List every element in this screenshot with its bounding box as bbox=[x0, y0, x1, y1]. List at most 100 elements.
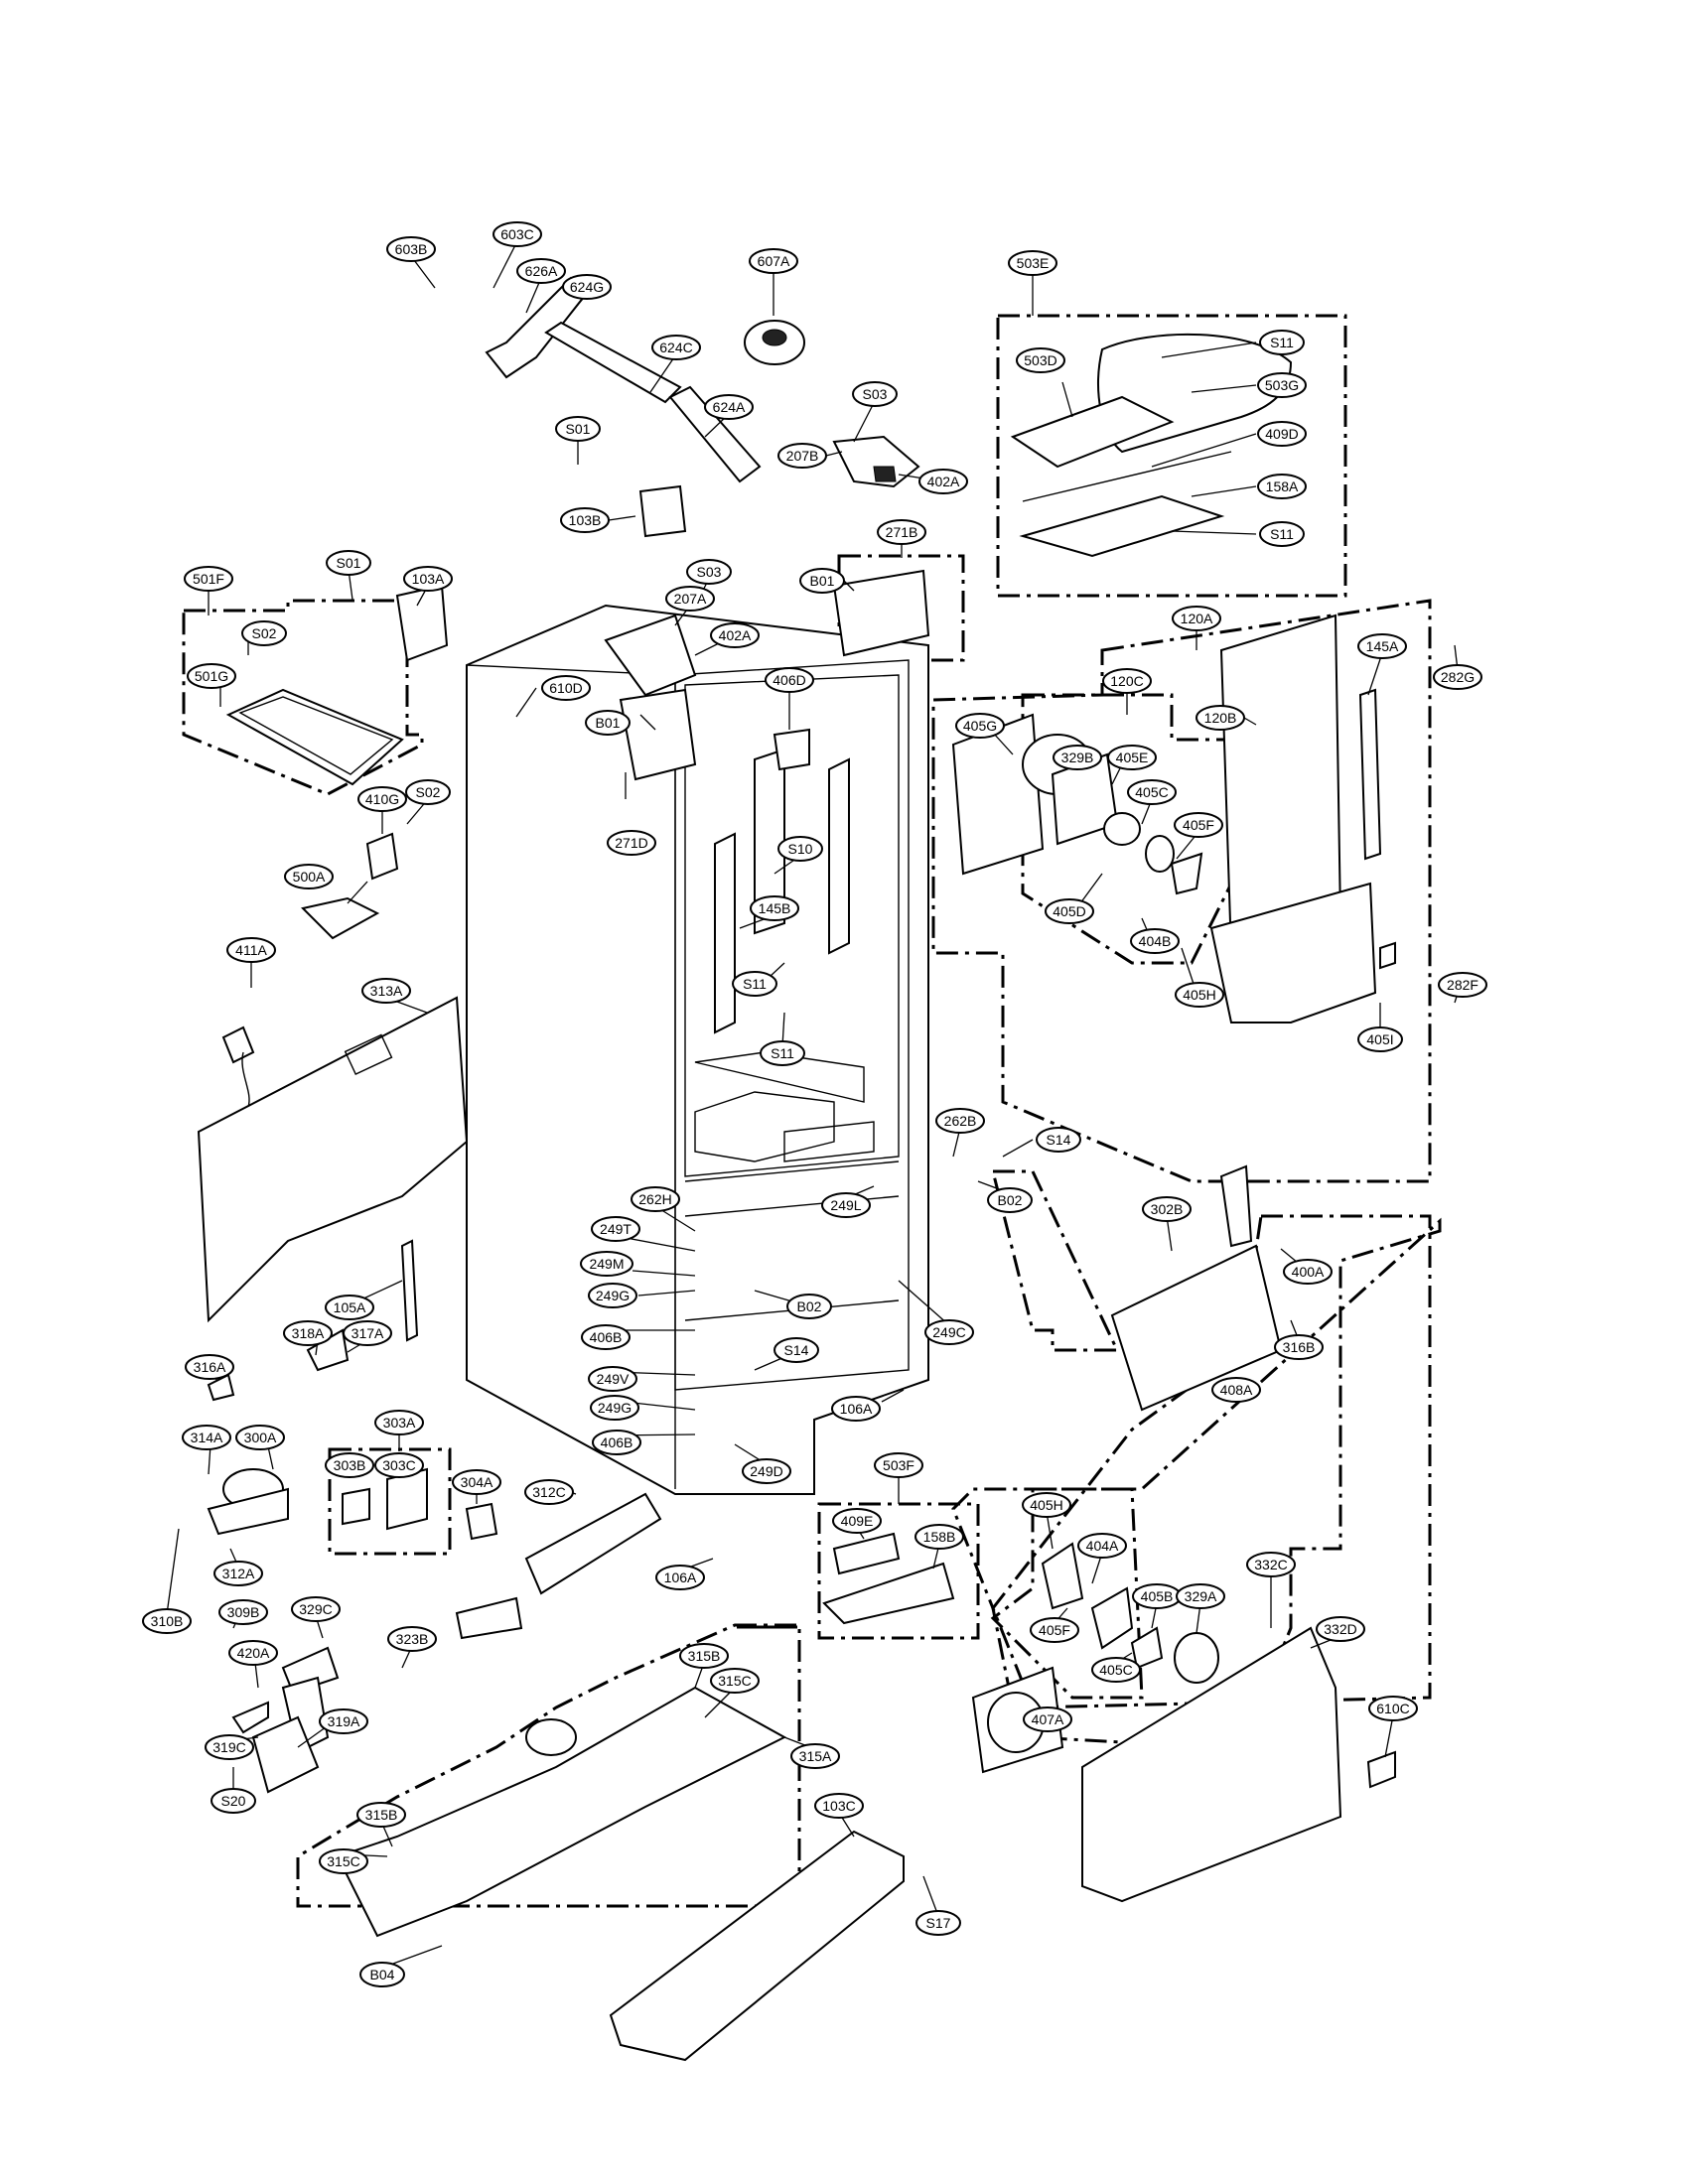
callout: B01 bbox=[585, 710, 631, 736]
callout: 405H bbox=[1175, 982, 1224, 1008]
callout: 405D bbox=[1045, 898, 1094, 924]
machine-compartment bbox=[251, 1676, 787, 1938]
svg-text:S11: S11 bbox=[743, 976, 767, 992]
svg-text:411A: 411A bbox=[235, 942, 267, 958]
callout: 315C bbox=[319, 1848, 368, 1874]
callout: 329C bbox=[291, 1596, 341, 1622]
svg-text:405H: 405H bbox=[1183, 987, 1215, 1003]
svg-text:405F: 405F bbox=[1183, 817, 1214, 833]
svg-text:402A: 402A bbox=[719, 627, 752, 643]
svg-text:410G: 410G bbox=[365, 791, 399, 807]
svg-text:103B: 103B bbox=[569, 512, 602, 528]
callout: 603C bbox=[492, 221, 542, 247]
callout: 313A bbox=[361, 978, 411, 1004]
callout: 282G bbox=[1433, 664, 1482, 690]
svg-text:404B: 404B bbox=[1139, 933, 1172, 949]
callout: 300A bbox=[235, 1425, 285, 1450]
svg-text:317A: 317A bbox=[352, 1325, 384, 1341]
svg-text:106A: 106A bbox=[664, 1570, 697, 1585]
svg-text:120C: 120C bbox=[1110, 673, 1143, 689]
svg-text:409D: 409D bbox=[1265, 426, 1298, 442]
callout: 408A bbox=[1211, 1377, 1261, 1403]
callout: 409E bbox=[832, 1508, 882, 1534]
svg-text:145B: 145B bbox=[759, 900, 791, 916]
callout: 314A bbox=[182, 1425, 231, 1450]
callout: 103C bbox=[814, 1793, 864, 1819]
svg-text:503F: 503F bbox=[883, 1457, 914, 1473]
svg-text:S17: S17 bbox=[926, 1915, 951, 1931]
callout: 406B bbox=[592, 1430, 641, 1455]
callout: S11 bbox=[1259, 330, 1305, 355]
svg-text:103C: 103C bbox=[822, 1798, 855, 1814]
callout: 405E bbox=[1107, 745, 1157, 770]
callout: 315B bbox=[679, 1643, 729, 1669]
svg-text:603C: 603C bbox=[500, 226, 533, 242]
callout: S10 bbox=[777, 836, 823, 862]
svg-text:B02: B02 bbox=[998, 1192, 1023, 1208]
svg-text:332C: 332C bbox=[1254, 1557, 1287, 1572]
callout: 626A bbox=[516, 258, 566, 284]
svg-text:405I: 405I bbox=[1366, 1031, 1393, 1047]
svg-text:607A: 607A bbox=[758, 253, 790, 269]
callout: 120C bbox=[1102, 668, 1152, 694]
svg-text:315C: 315C bbox=[327, 1853, 359, 1869]
callout: 503F bbox=[874, 1452, 923, 1478]
callout: 404A bbox=[1077, 1533, 1127, 1559]
bottom-front-cover bbox=[609, 1830, 905, 2062]
svg-text:624G: 624G bbox=[570, 279, 604, 295]
callout: 145B bbox=[750, 895, 799, 921]
svg-text:303B: 303B bbox=[334, 1457, 366, 1473]
callout: 249T bbox=[591, 1216, 640, 1242]
callout: 310B bbox=[142, 1608, 192, 1634]
svg-text:405E: 405E bbox=[1116, 750, 1149, 765]
tray-503f bbox=[822, 1532, 955, 1625]
svg-text:303C: 303C bbox=[382, 1457, 415, 1473]
svg-text:158A: 158A bbox=[1266, 478, 1299, 494]
svg-text:503D: 503D bbox=[1024, 352, 1056, 368]
callout: 303B bbox=[325, 1452, 374, 1478]
svg-text:S11: S11 bbox=[1270, 526, 1294, 542]
svg-text:624C: 624C bbox=[659, 340, 692, 355]
svg-text:408A: 408A bbox=[1220, 1382, 1253, 1398]
svg-text:S01: S01 bbox=[566, 421, 591, 437]
svg-text:312A: 312A bbox=[222, 1566, 255, 1581]
callout: 106A bbox=[655, 1565, 705, 1590]
callout: 271D bbox=[607, 830, 656, 856]
svg-text:S01: S01 bbox=[337, 555, 361, 571]
svg-text:S14: S14 bbox=[1047, 1132, 1071, 1148]
callout: 158A bbox=[1257, 474, 1307, 499]
evaporator bbox=[1110, 1164, 1283, 1412]
svg-text:315C: 315C bbox=[718, 1673, 751, 1689]
callout: 315C bbox=[710, 1668, 760, 1694]
svg-text:316A: 316A bbox=[194, 1359, 226, 1375]
svg-text:405B: 405B bbox=[1141, 1588, 1174, 1604]
callout: 120A bbox=[1172, 606, 1221, 631]
callout: 249G bbox=[590, 1395, 639, 1421]
svg-text:S11: S11 bbox=[1270, 335, 1294, 350]
callout: 503D bbox=[1016, 347, 1065, 373]
svg-text:405G: 405G bbox=[963, 718, 997, 734]
svg-text:323B: 323B bbox=[396, 1631, 429, 1647]
svg-text:271D: 271D bbox=[615, 835, 647, 851]
callout: 158B bbox=[914, 1524, 964, 1550]
air-duct-assembly bbox=[951, 614, 1396, 1024]
svg-text:S11: S11 bbox=[771, 1045, 794, 1061]
callout: 624A bbox=[704, 394, 754, 420]
callout: 105A bbox=[325, 1295, 374, 1320]
callout: 315A bbox=[790, 1743, 840, 1769]
svg-text:501F: 501F bbox=[193, 571, 224, 587]
callout: 312C bbox=[524, 1479, 574, 1505]
svg-text:603B: 603B bbox=[395, 241, 428, 257]
svg-text:120A: 120A bbox=[1181, 611, 1213, 626]
svg-text:315B: 315B bbox=[365, 1807, 398, 1823]
callout: 405G bbox=[955, 713, 1005, 739]
svg-text:406B: 406B bbox=[590, 1329, 623, 1345]
callout: 404B bbox=[1130, 928, 1180, 954]
callout: 405B bbox=[1132, 1583, 1182, 1609]
svg-text:B04: B04 bbox=[370, 1967, 395, 1982]
callout: 420A bbox=[228, 1640, 278, 1666]
callout: 120B bbox=[1196, 705, 1245, 731]
svg-text:409E: 409E bbox=[841, 1513, 874, 1529]
svg-text:B01: B01 bbox=[596, 715, 621, 731]
svg-text:262B: 262B bbox=[944, 1113, 977, 1129]
